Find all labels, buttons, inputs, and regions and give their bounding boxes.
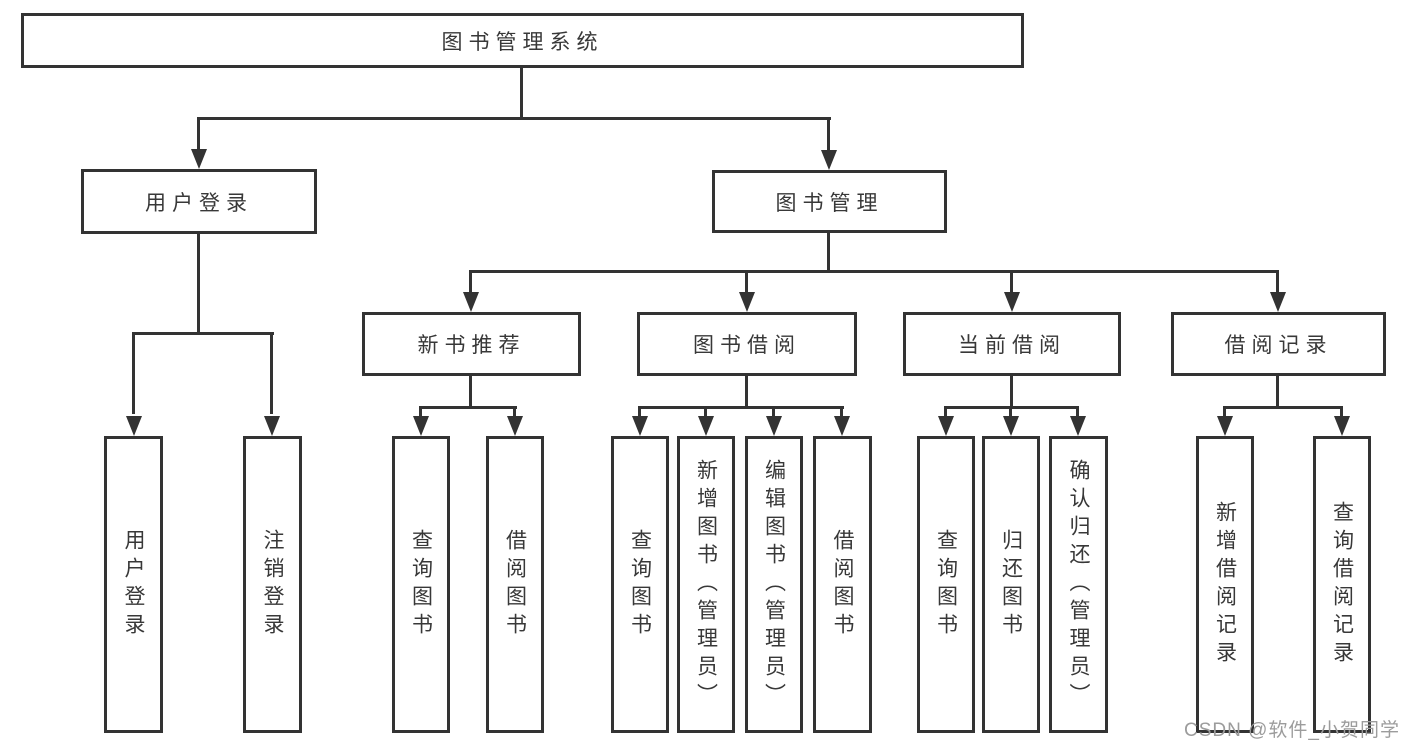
arrowhead-current-borrow	[1004, 292, 1020, 312]
connector-drop-nb1	[419, 406, 422, 418]
csdn-watermark: CSDN @软件_小贺同学	[1184, 720, 1400, 741]
connector-drop-bb1	[638, 406, 641, 418]
connector-drop-borrow-record	[1276, 270, 1279, 296]
connector-bookborrow-stem	[745, 376, 748, 409]
leaf-user-login: 用户登录	[104, 436, 163, 733]
node-new-book-recommend: 新书推荐	[362, 312, 581, 376]
arrowhead-bb1	[632, 416, 648, 436]
leaf-borrow-book-label: 借阅图书	[831, 528, 854, 641]
arrowhead-cb1	[938, 416, 954, 436]
node-root-label: 图书管理系统	[441, 30, 604, 54]
node-borrow-record-label: 借阅记录	[1224, 334, 1333, 357]
connector-drop-br1	[1223, 406, 1226, 418]
arrowhead-cb3	[1070, 416, 1086, 436]
leaf-newbook-query: 查询图书	[392, 436, 450, 733]
connector-drop-cb1	[944, 406, 947, 418]
arrowhead-br1	[1217, 416, 1233, 436]
connector-currentborrow-stem	[1010, 376, 1013, 409]
leaf-user-login-label: 用户登录	[122, 528, 145, 641]
node-borrow-record: 借阅记录	[1171, 312, 1386, 376]
leaf-borrow-book: 借阅图书	[813, 436, 872, 733]
leaf-record-query: 查询借阅记录	[1313, 436, 1371, 733]
node-book-management: 图书管理	[712, 170, 947, 233]
connector-drop-leaf-logout	[270, 332, 273, 414]
connector-drop-bb2	[704, 406, 707, 418]
arrowhead-nb2	[507, 416, 523, 436]
connector-drop-bb3	[772, 406, 775, 418]
connector-drop-book-mgmt	[827, 117, 830, 153]
arrowhead-bb3	[766, 416, 782, 436]
connector-drop-nb2	[513, 406, 516, 418]
arrowhead-leaf-login	[126, 416, 142, 436]
arrowhead-bb4	[834, 416, 850, 436]
node-user-login: 用户登录	[81, 169, 317, 234]
arrowhead-nb1	[413, 416, 429, 436]
arrowhead-book-borrow	[739, 292, 755, 312]
node-new-book-recommend-label: 新书推荐	[417, 334, 526, 357]
connector-bookmgmt-crossbar	[469, 270, 1279, 273]
leaf-current-query-label: 查询图书	[934, 528, 958, 641]
arrowhead-leaf-logout	[264, 416, 280, 436]
leaf-record-add-label: 新增借阅记录	[1213, 500, 1237, 669]
connector-root-stem	[520, 68, 523, 120]
leaf-newbook-borrow: 借阅图书	[486, 436, 544, 733]
leaf-current-confirm-admin-label: 确认归还（管理员）	[1067, 458, 1090, 711]
arrowhead-borrow-record	[1270, 292, 1286, 312]
connector-bookborrow-crossbar	[638, 406, 844, 409]
connector-userlogin-crossbar	[132, 332, 274, 335]
leaf-current-confirm-admin: 确认归还（管理员）	[1049, 436, 1108, 733]
arrowhead-book-mgmt	[821, 150, 837, 170]
arrowhead-user-login	[191, 149, 207, 169]
leaf-borrow-query: 查询图书	[611, 436, 669, 733]
leaf-logout-label: 注销登录	[261, 528, 284, 641]
connector-drop-book-borrow	[745, 270, 748, 296]
connector-newbook-stem	[469, 376, 472, 409]
arrowhead-cb2	[1003, 416, 1019, 436]
arrowhead-new-book	[463, 292, 479, 312]
node-book-management-label: 图书管理	[775, 191, 884, 215]
connector-drop-new-book	[469, 270, 472, 296]
node-current-borrow: 当前借阅	[903, 312, 1121, 376]
leaf-record-add: 新增借阅记录	[1196, 436, 1254, 733]
leaf-borrow-edit-admin: 编辑图书（管理员）	[745, 436, 803, 733]
connector-newbook-crossbar	[419, 406, 517, 409]
node-current-borrow-label: 当前借阅	[958, 334, 1066, 357]
connector-userlogin-stem	[197, 234, 200, 335]
connector-borrowrecord-stem	[1276, 376, 1279, 409]
connector-drop-cb2	[1009, 406, 1012, 418]
connector-drop-leaf-login	[132, 332, 135, 414]
connector-drop-user-login	[197, 117, 200, 153]
node-book-borrow: 图书借阅	[637, 312, 857, 376]
connector-drop-current-borrow	[1010, 270, 1013, 296]
leaf-record-query-label: 查询借阅记录	[1330, 500, 1354, 669]
leaf-current-query: 查询图书	[917, 436, 975, 733]
leaf-newbook-query-label: 查询图书	[409, 528, 433, 641]
connector-drop-br2	[1340, 406, 1343, 418]
connector-bookmgmt-stem	[827, 233, 830, 273]
leaf-borrow-edit-admin-label: 编辑图书（管理员）	[762, 458, 786, 711]
node-book-borrow-label: 图书借阅	[693, 334, 801, 357]
node-root: 图书管理系统	[21, 13, 1024, 68]
node-user-login-label: 用户登录	[145, 191, 253, 215]
leaf-borrow-add-admin-label: 新增图书（管理员）	[694, 458, 718, 711]
connector-borrowrecord-crossbar	[1223, 406, 1343, 409]
leaf-borrow-query-label: 查询图书	[628, 528, 652, 641]
arrowhead-bb2	[698, 416, 714, 436]
leaf-borrow-add-admin: 新增图书（管理员）	[677, 436, 735, 733]
connector-root-crossbar	[197, 117, 831, 120]
leaf-current-return: 归还图书	[982, 436, 1040, 733]
leaf-newbook-borrow-label: 借阅图书	[503, 528, 527, 641]
leaf-logout: 注销登录	[243, 436, 302, 733]
leaf-current-return-label: 归还图书	[999, 528, 1023, 641]
arrowhead-br2	[1334, 416, 1350, 436]
connector-drop-bb4	[840, 406, 843, 418]
connector-drop-cb3	[1076, 406, 1079, 418]
